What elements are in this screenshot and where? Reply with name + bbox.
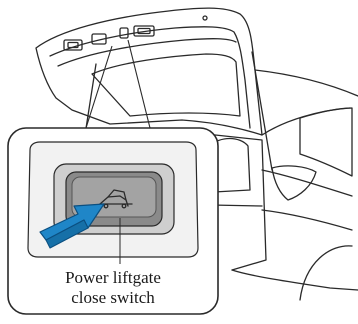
body-roof-line	[255, 70, 358, 96]
callout-label-line2: close switch	[18, 288, 208, 308]
body-lower-side	[262, 210, 352, 230]
callout-label-line1: Power liftgate	[18, 268, 208, 288]
callout-label: Power liftgate close switch	[18, 268, 208, 308]
leader-line-left	[86, 46, 112, 128]
rear-side-window	[300, 108, 352, 176]
rear-bumper	[232, 270, 358, 290]
liftgate-window	[92, 54, 240, 116]
liftgate-switch-module-c	[120, 28, 128, 38]
wheel-arch	[300, 246, 352, 300]
liftgate-marker-dot	[203, 16, 207, 20]
liftgate-lower-lip	[58, 39, 236, 66]
liftgate-outline	[36, 8, 262, 135]
body-rear-quarter	[262, 108, 350, 135]
